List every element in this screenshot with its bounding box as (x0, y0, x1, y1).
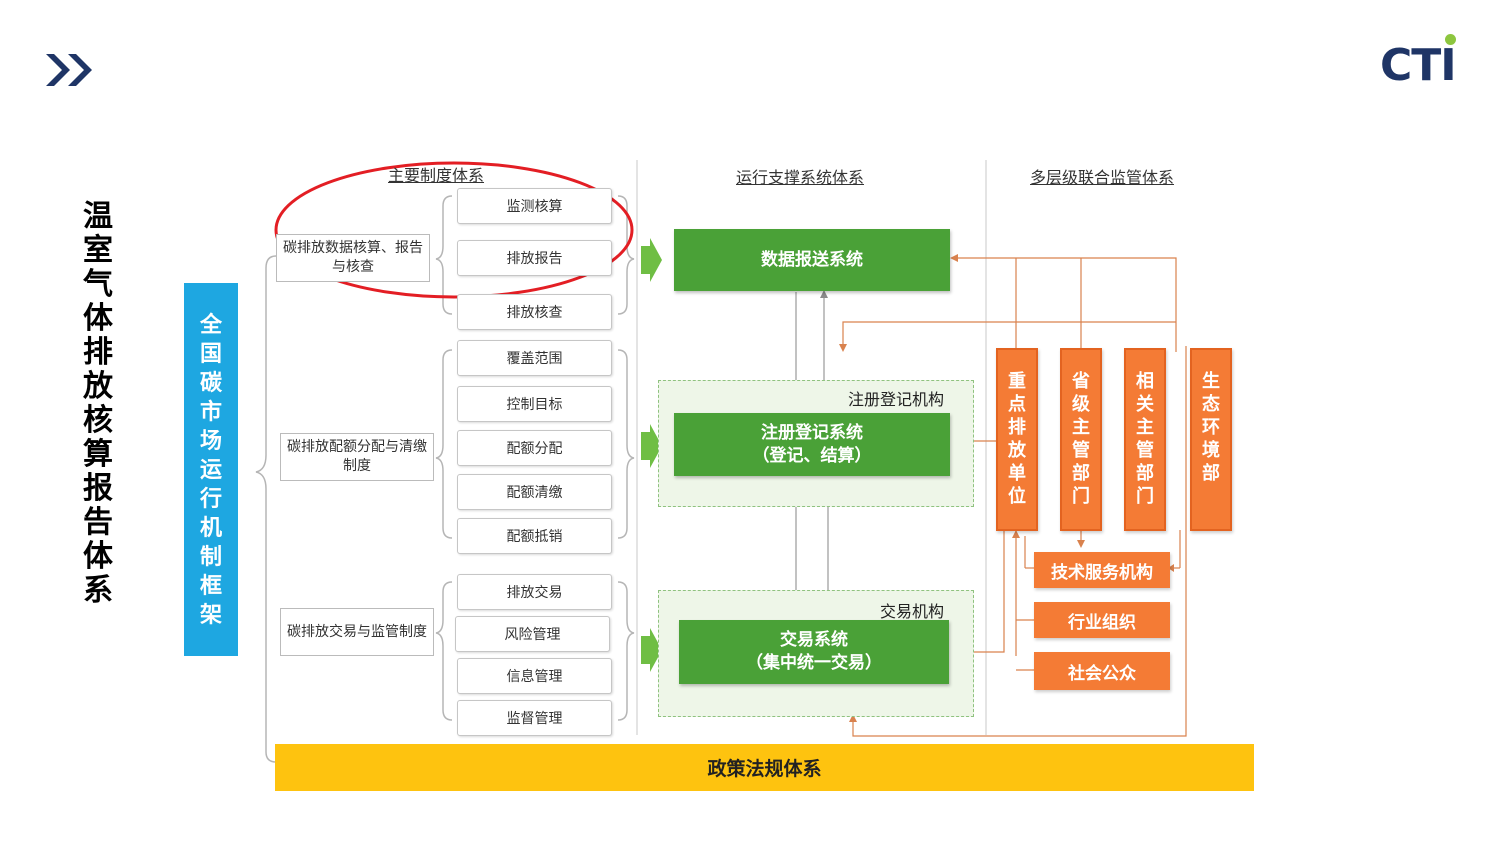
item-surrender: 配额清缴 (457, 474, 612, 510)
trading-system: 交易系统 （集中统一交易） (679, 620, 949, 684)
item-control-target: 控制目标 (457, 386, 612, 422)
cti-logo: CTI (1380, 32, 1462, 92)
item-offset: 配额抵销 (457, 518, 612, 554)
supervisor-mee: 生态环境部 (1190, 348, 1232, 531)
framework-title-bar: 全国碳市场运行机制框架 (184, 283, 238, 656)
data-report-system-label: 数据报送系统 (761, 249, 863, 270)
trading-system-line2: （集中统一交易） (746, 653, 882, 673)
item-supervision-management: 监督管理 (457, 700, 612, 736)
category-allowance: 碳排放配额分配与清缴制度 (280, 433, 434, 481)
item-emission-verification: 排放核查 (457, 294, 612, 330)
supervisor-provincial: 省级主管部门 (1060, 348, 1102, 531)
item-info-management: 信息管理 (457, 658, 612, 694)
item-monitoring: 监测核算 (457, 188, 612, 224)
public: 社会公众 (1034, 652, 1170, 690)
highlight-ellipse (274, 161, 634, 299)
item-emission-report: 排放报告 (457, 240, 612, 276)
item-coverage: 覆盖范围 (457, 340, 612, 376)
header-main-systems: 主要制度体系 (388, 166, 485, 185)
data-report-system: 数据报送系统 (674, 229, 950, 291)
trading-institution-label: 交易机构 (880, 602, 945, 621)
slide-title: 温室气体排放核算报告体系 (83, 199, 113, 608)
item-emission-trading: 排放交易 (457, 574, 612, 610)
header-supervision-systems: 多层级联合监管体系 (1030, 168, 1175, 187)
policy-regulation-bar: 政策法规体系 (275, 744, 1254, 791)
registry-system-line1: 注册登记系统 (761, 422, 863, 443)
double-chevron-icon (46, 54, 92, 86)
tech-service-org: 技术服务机构 (1034, 552, 1170, 588)
category-trading: 碳排放交易与监管制度 (280, 608, 434, 656)
trading-system-line1: 交易系统 (780, 630, 848, 650)
item-allocation: 配额分配 (457, 430, 612, 466)
category-mrv: 碳排放数据核算、报告与核查 (276, 234, 430, 282)
header-support-systems: 运行支撑系统体系 (736, 168, 865, 187)
industry-org: 行业组织 (1034, 602, 1170, 638)
registry-institution-label: 注册登记机构 (848, 390, 945, 409)
logo-dot (1445, 34, 1456, 45)
supervisor-related-depts: 相关主管部门 (1124, 348, 1166, 531)
registry-system-line2: （登记、结算） (752, 445, 872, 466)
supervisor-key-emitters: 重点排放单位 (996, 348, 1038, 531)
registry-system: 注册登记系统 （登记、结算） (674, 413, 950, 476)
logo-text: CTI (1380, 40, 1457, 91)
item-risk-management: 风险管理 (455, 616, 610, 652)
